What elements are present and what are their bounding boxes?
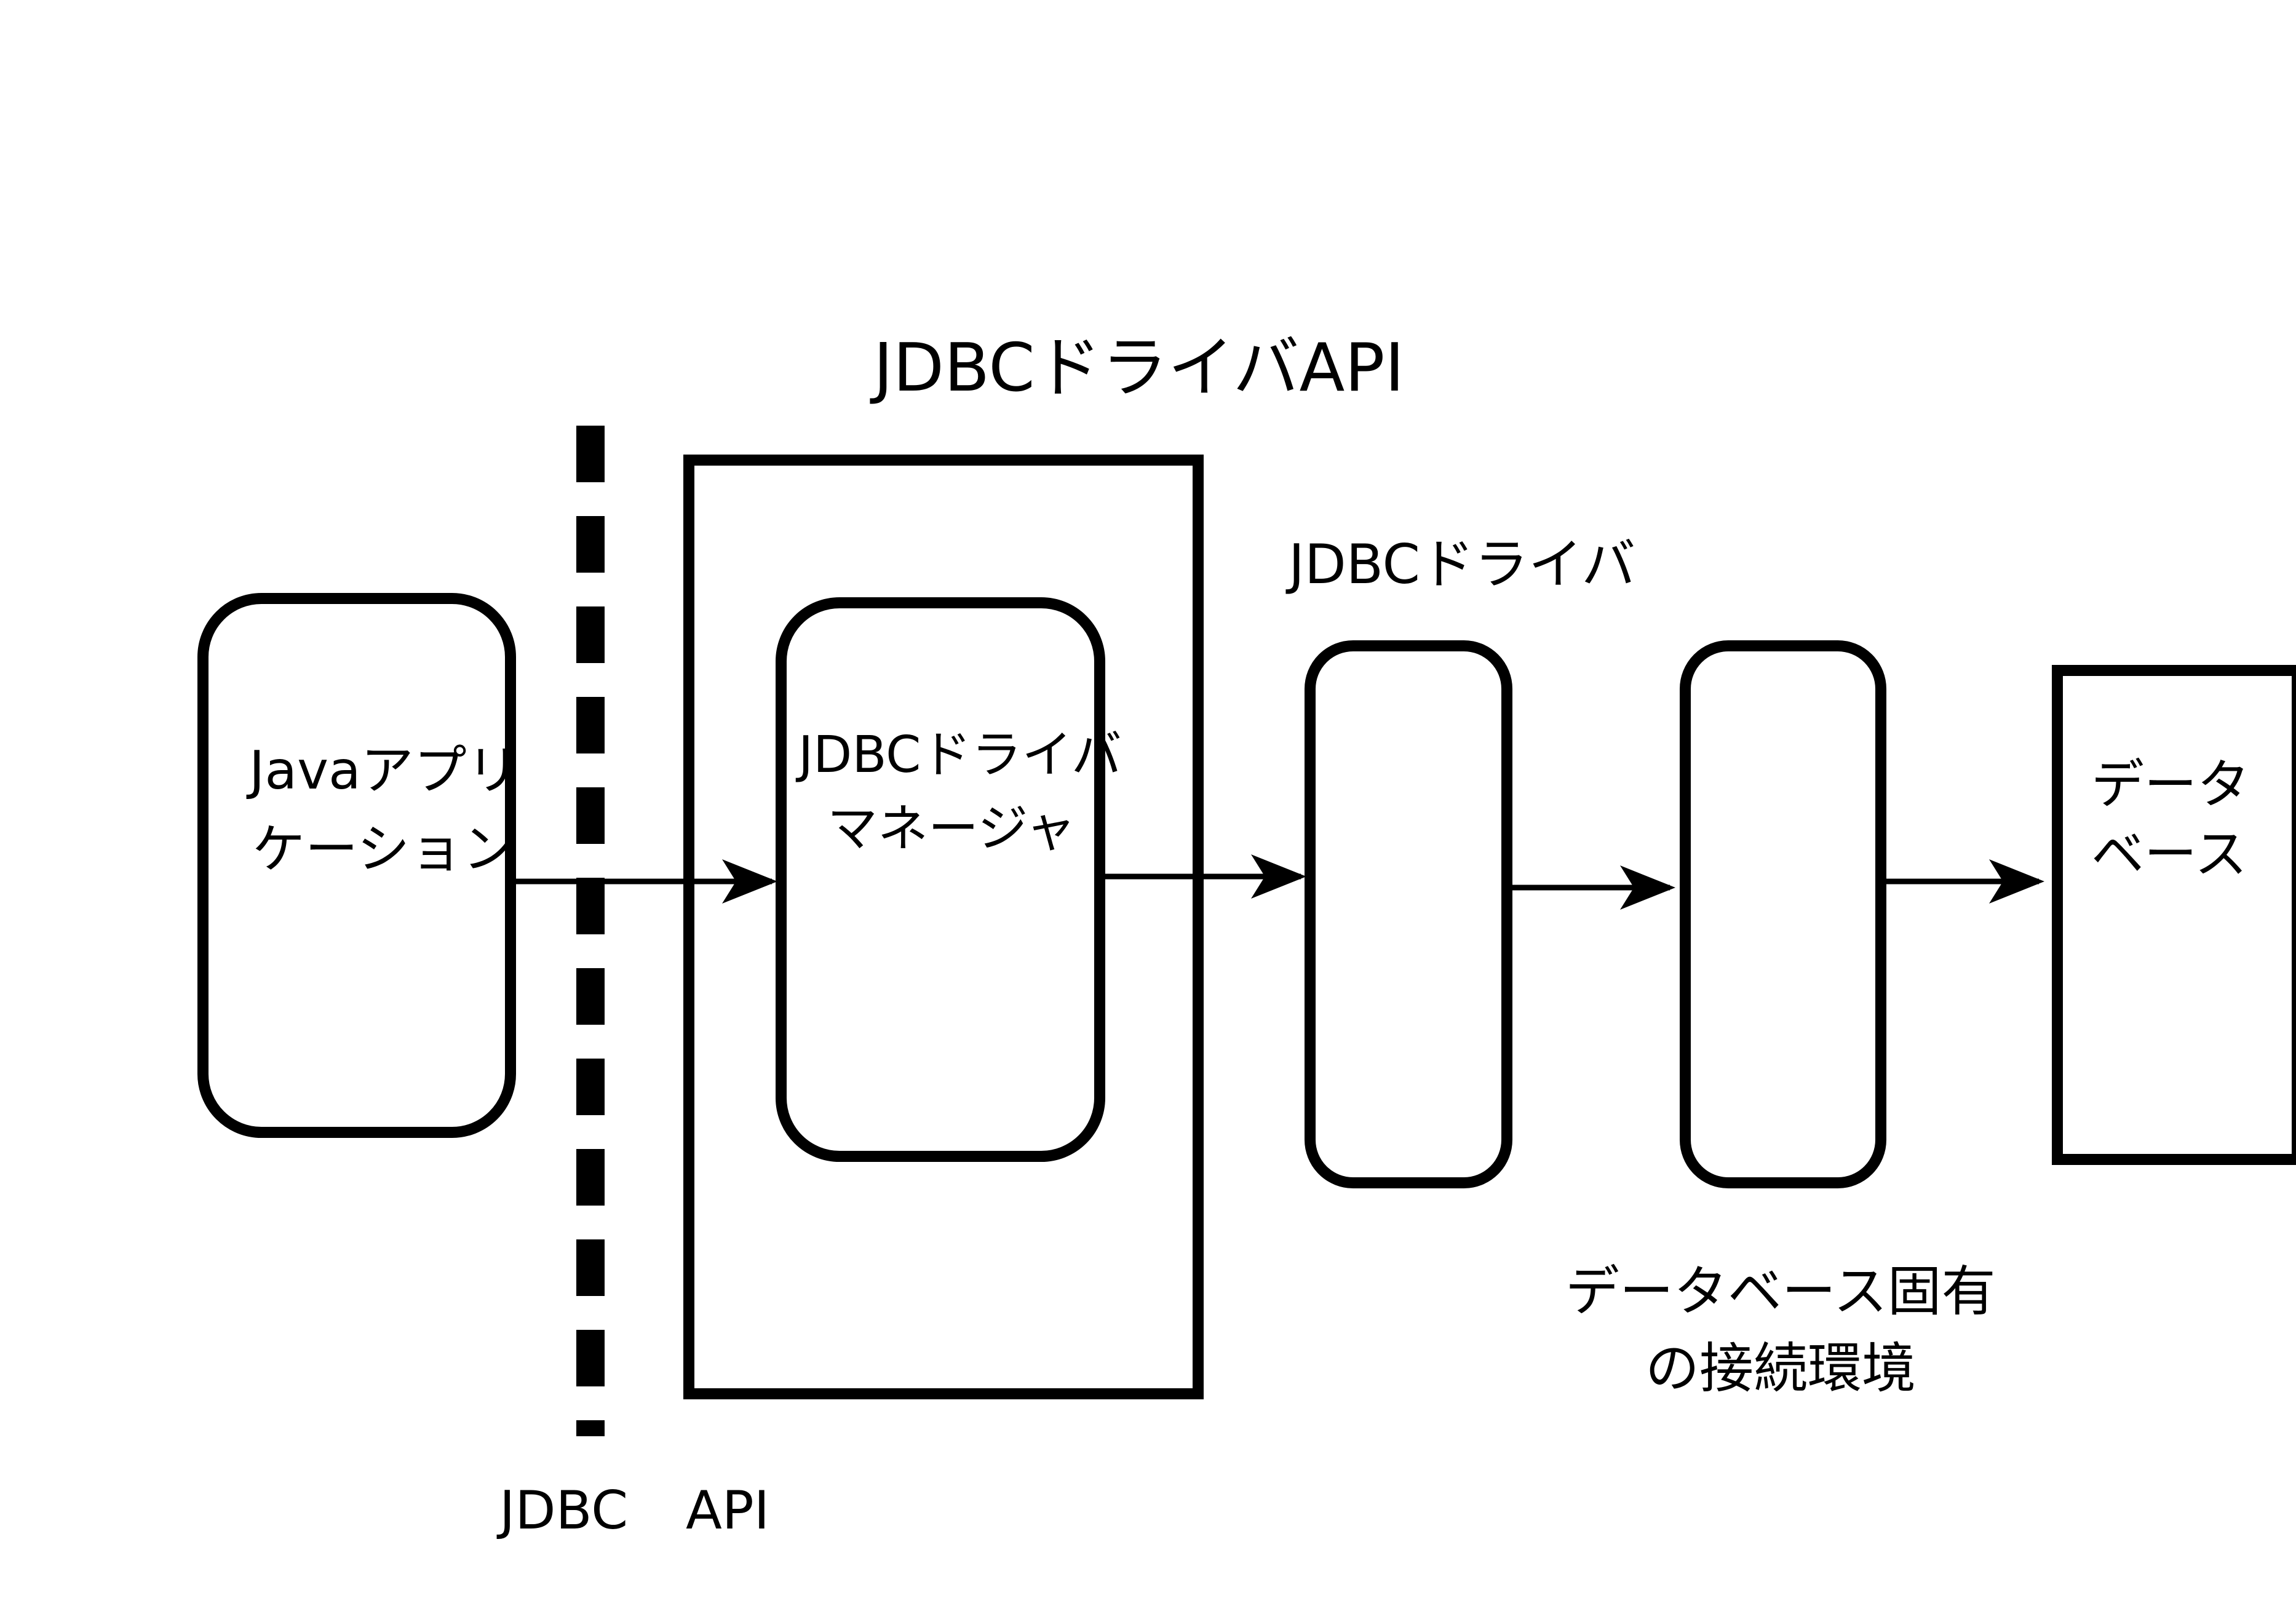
jdbc-driver-label: JDBCドライバ bbox=[1285, 533, 1635, 596]
database-label-line2: ベース bbox=[2091, 824, 2247, 885]
database-node bbox=[2052, 665, 2296, 1165]
jdbc-driver-node-1 bbox=[1305, 640, 1512, 1188]
driver-api-container bbox=[683, 455, 1204, 1399]
database-label-line1: データ bbox=[2091, 754, 2250, 816]
java-application-label-line1: Javaアプリ bbox=[246, 740, 520, 801]
api-label: API bbox=[686, 1480, 769, 1541]
java-application-node bbox=[197, 593, 516, 1138]
driver-manager-node bbox=[776, 597, 1105, 1162]
db-specific-label-line1: データベース固有 bbox=[1565, 1260, 1996, 1323]
driver-manager-label-line1: JDBCドライバ bbox=[795, 726, 1122, 784]
jdbc-driver-node-2 bbox=[1680, 640, 1886, 1188]
java-application-label-line2: ケーション bbox=[252, 819, 515, 880]
jdbc-label: JDBC bbox=[496, 1480, 628, 1541]
driver-api-label: JDBCドライバAPI bbox=[870, 330, 1404, 407]
db-specific-label-line2: の接続環境 bbox=[1645, 1337, 1916, 1400]
driver-manager-label-line2: マネージャ bbox=[827, 800, 1076, 858]
